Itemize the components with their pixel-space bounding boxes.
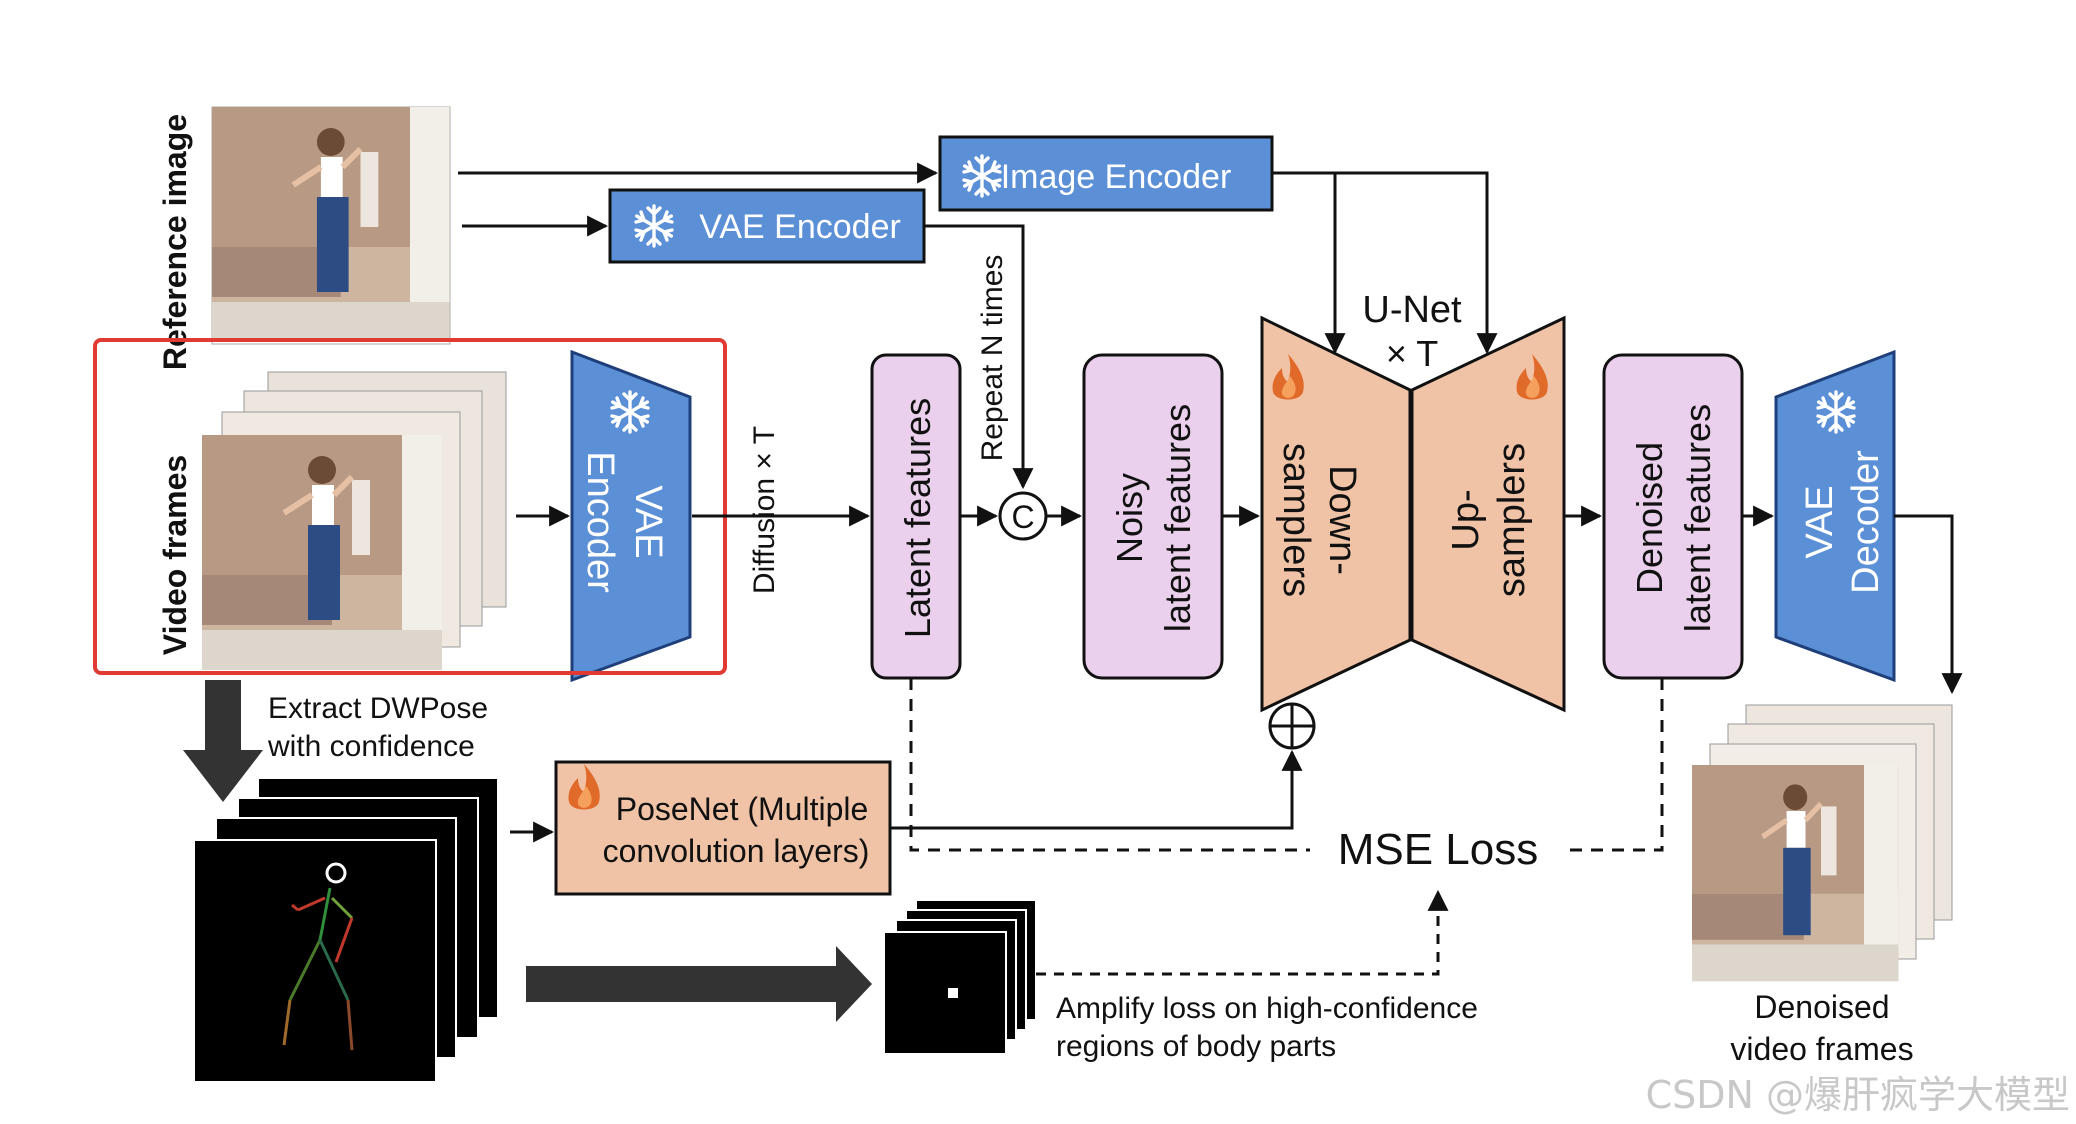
vae-decoder-label-1: VAE	[1799, 485, 1841, 558]
downsampler-block: Down- samplers	[1260, 315, 1412, 713]
noisy-label-2: latent features	[1157, 404, 1198, 632]
up-label-2: samplers	[1491, 443, 1533, 597]
unet-label: U-Net	[1362, 289, 1462, 331]
mask-arrow	[526, 946, 872, 1022]
denoised-latent-box: Denoised latent features	[1602, 353, 1744, 680]
image-encoder: Image Encoder	[938, 135, 1274, 212]
vae-decoder-label-2: Decoder	[1845, 450, 1887, 594]
extract-label-1: Extract DWPose	[268, 692, 488, 725]
reference-image-label: Reference image	[157, 114, 193, 370]
diffusion-label: Diffusion × T	[748, 426, 781, 594]
repeat-label: Repeat N times	[976, 255, 1009, 462]
denoised-frames-stack	[1692, 704, 1953, 981]
vae-encoder-top-label: VAE Encoder	[699, 208, 901, 246]
upsampler-block: Up- samplers	[1410, 315, 1566, 713]
down-label-1: Down-	[1321, 465, 1363, 575]
video-frames-label: Video frames	[157, 455, 193, 655]
latent-features-box: Latent features	[870, 353, 962, 680]
posenet-label-2: convolution layers)	[603, 833, 870, 869]
denoised-frames-label-2: video frames	[1730, 1031, 1913, 1067]
amplify-label-1: Amplify loss on high-confidence	[1056, 992, 1478, 1025]
vae-encoder-main-label-2: Encoder	[579, 451, 621, 593]
concat-symbol: C	[1011, 499, 1034, 535]
extract-arrow	[183, 680, 263, 802]
denoised-feat-label-1: Denoised	[1629, 442, 1670, 594]
denoised-frames-label-1: Denoised	[1754, 989, 1889, 1025]
video-frames-stack	[202, 371, 507, 670]
up-label-1: Up-	[1445, 489, 1487, 550]
latent-features-label: Latent features	[897, 398, 938, 638]
vae-encoder-top: VAE Encoder	[608, 188, 926, 264]
mse-loss-label: MSE Loss	[1338, 825, 1539, 874]
vae-decoder: VAE Decoder	[1774, 349, 1896, 683]
pose-skeleton	[282, 862, 354, 1051]
highlight-box	[93, 338, 727, 675]
image-encoder-label: Image Encoder	[1001, 158, 1232, 196]
vae-encoder-main-label-1: VAE	[627, 485, 669, 558]
down-label-2: samplers	[1275, 443, 1317, 597]
unet-times-label: × T	[1386, 333, 1438, 374]
add-node	[1268, 702, 1316, 750]
extract-label-2: with confidence	[267, 730, 475, 763]
mask-frames-stack	[883, 899, 1037, 1055]
amplify-label-2: regions of body parts	[1056, 1030, 1336, 1063]
watermark: CSDN @爆肝疯学大模型	[1646, 1073, 2070, 1117]
vae-encoder-main: VAE Encoder	[570, 349, 692, 683]
denoised-feat-label-2: latent features	[1677, 404, 1718, 632]
reference-image	[212, 107, 450, 344]
noisy-latent-box: Noisy latent features	[1082, 353, 1224, 680]
concat-node: C	[998, 491, 1048, 541]
posenet-label-1: PoseNet (Multiple	[616, 791, 869, 827]
pose-frames-stack	[193, 777, 499, 1083]
posenet-box: PoseNet (Multiple convolution layers)	[554, 760, 892, 896]
noisy-label-1: Noisy	[1109, 473, 1150, 563]
